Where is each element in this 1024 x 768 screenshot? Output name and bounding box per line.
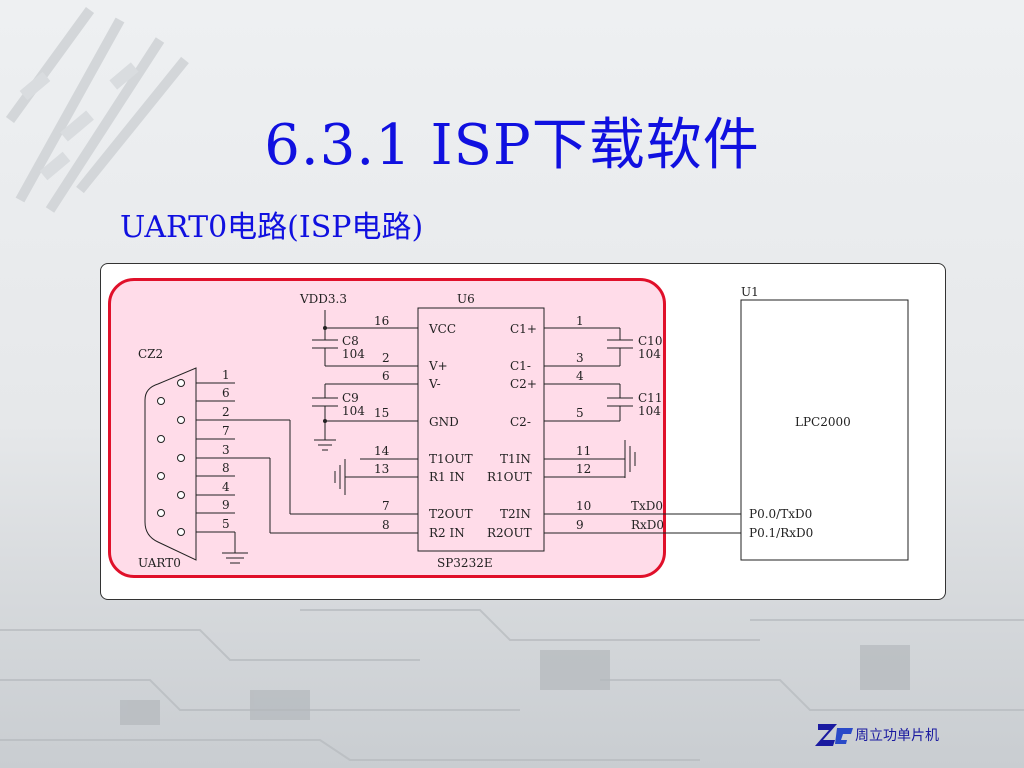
- u6-pin-num: 2: [382, 351, 390, 365]
- u6-pin-num: 10: [576, 499, 591, 513]
- net-label-txd0: TxD0: [631, 499, 663, 513]
- u6-pin-name: VCC: [428, 322, 456, 336]
- zlg-logo-icon: [815, 724, 853, 746]
- cap-value: 104: [638, 404, 661, 418]
- u6-pin-num: 15: [374, 406, 389, 420]
- cap-ref: C10: [638, 334, 662, 348]
- slide-subtitle: UART0电路(ISP电路): [120, 210, 424, 245]
- net-label-rxd0: RxD0: [631, 518, 664, 532]
- cap-value: 104: [342, 404, 365, 418]
- connector-ref: CZ2: [138, 347, 163, 361]
- u6-pin-num: 8: [382, 518, 390, 532]
- cap-value: 104: [638, 347, 661, 361]
- u6-pin-name: V-: [428, 377, 441, 391]
- u6-pin-name: C2-: [510, 415, 531, 429]
- connector-pin: 3: [222, 443, 230, 457]
- connector-pin: 7: [222, 424, 230, 438]
- u1-part: LPC2000: [795, 415, 851, 429]
- u6-pin-name: R2 IN: [429, 526, 465, 540]
- u6-pin-num: 12: [576, 462, 591, 476]
- slide-title: 6.3.1 ISP下载软件: [264, 113, 760, 178]
- u6-pin-num: 4: [576, 369, 584, 383]
- cap-value: 104: [342, 347, 365, 361]
- u6-part: SP3232E: [437, 556, 493, 570]
- u6-pin-num: 14: [374, 444, 390, 458]
- u6-pin-name: C1-: [510, 359, 531, 373]
- schematic-panel: [100, 263, 946, 600]
- u6-ref: U6: [457, 292, 475, 306]
- u1-ref: U1: [741, 285, 759, 299]
- cap-ref: C9: [342, 391, 359, 405]
- connector-pin: 6: [222, 386, 230, 400]
- company-logo: 周立功单片机: [815, 720, 965, 750]
- u6-pin-num: 6: [382, 369, 390, 383]
- u6-pin-name: GND: [429, 415, 459, 429]
- connector-pin: 4: [222, 480, 230, 494]
- circuit-board-background: [0, 609, 1024, 761]
- u6-pin-name: T1OUT: [429, 452, 473, 466]
- u6-pin-num: 11: [576, 444, 591, 458]
- u6-pin-name: T1IN: [500, 452, 531, 466]
- u6-pin-name: V+: [428, 359, 448, 373]
- u6-pin-name: T2IN: [500, 507, 531, 521]
- u6-pin-num: 5: [576, 406, 584, 420]
- u6-pin-name: C2+: [510, 377, 537, 391]
- u6-pin-num: 13: [374, 462, 389, 476]
- connector-pin: 5: [222, 517, 230, 531]
- cap-ref: C11: [638, 391, 662, 405]
- connector-pin: 1: [222, 368, 230, 382]
- u6-pin-name: R2OUT: [487, 526, 532, 540]
- u6-pin-name: R1OUT: [487, 470, 532, 484]
- supply-label: VDD3.3: [299, 292, 347, 306]
- u6-pin-num: 1: [576, 314, 584, 328]
- u6-pin-name: R1 IN: [429, 470, 465, 484]
- u6-pin-num: 16: [374, 314, 389, 328]
- u1-pin: P0.1/RxD0: [749, 526, 813, 540]
- connector-pin: 9: [222, 498, 230, 512]
- u6-pin-num: 3: [576, 351, 584, 365]
- connector-pin: 8: [222, 461, 230, 475]
- connector-pin: 2: [222, 405, 230, 419]
- u6-pin-num: 9: [576, 518, 584, 532]
- company-name: 周立功单片机: [855, 728, 939, 744]
- u6-pin-name: C1+: [510, 322, 537, 336]
- cap-ref: C8: [342, 334, 359, 348]
- u1-pin: P0.0/TxD0: [749, 507, 812, 521]
- connector-name: UART0: [138, 556, 181, 570]
- background-decoration: [5, 7, 189, 213]
- u6-pin-num: 7: [382, 499, 390, 513]
- u6-pin-name: T2OUT: [429, 507, 473, 521]
